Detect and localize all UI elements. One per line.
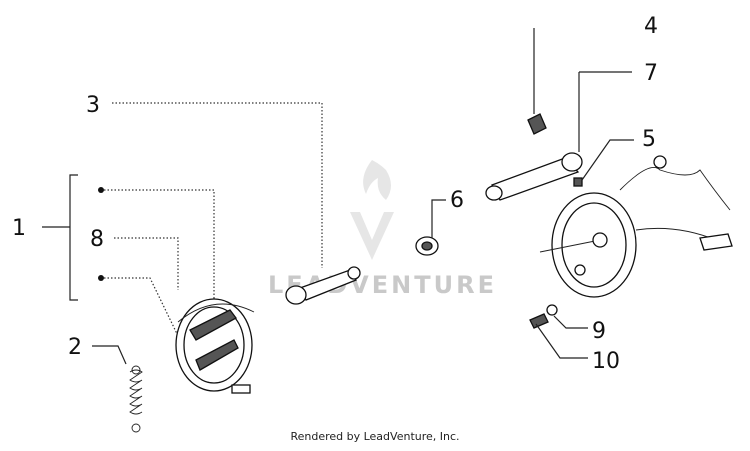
brake-lever [485,152,583,201]
pin [285,266,361,305]
callout-10: 10 [592,349,620,374]
watermark-logo-icon [350,160,394,260]
bolt [529,304,558,329]
credit-line: Rendered by LeadVenture, Inc. [290,430,459,443]
callout-5: 5 [642,127,656,152]
callout-9: 9 [592,319,606,344]
spring [129,365,143,433]
callout-7: 7 [644,61,658,86]
callout-6: 6 [450,188,464,213]
leader-lines [92,28,634,365]
callout-8: 8 [90,227,104,252]
callout-3: 3 [86,93,100,118]
brake-plate [539,155,733,298]
callout-2: 2 [68,335,82,360]
screw-4 [527,113,547,135]
brake-shoe [175,298,255,394]
callout-4: 4 [644,14,658,39]
bracket-group-1 [42,174,215,341]
callout-1: 1 [12,216,26,241]
washer-5 [573,177,583,187]
nut [415,236,439,256]
callout-labels: 1 2 3 4 5 6 7 8 9 10 [12,14,658,374]
watermark: LEADVENTURE [268,160,494,299]
